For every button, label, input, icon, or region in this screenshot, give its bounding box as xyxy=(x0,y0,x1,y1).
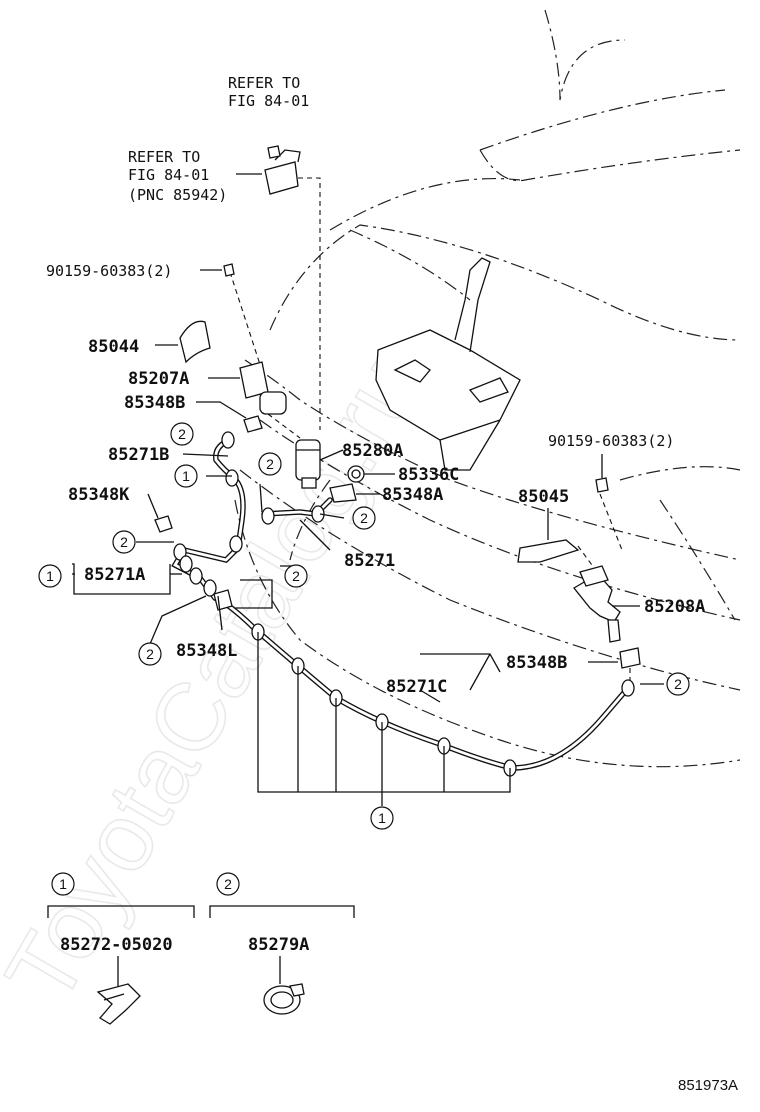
legend-item-1: 1 85272-05020 xyxy=(47,872,195,1025)
label-85348B-right: 85348B xyxy=(506,653,567,673)
hose-clips xyxy=(154,431,635,777)
svg-text:2: 2 xyxy=(120,534,128,550)
svg-text:1: 1 xyxy=(182,468,190,484)
legend-part-85272: 85272-05020 xyxy=(60,935,173,955)
right-parts xyxy=(517,454,641,680)
callout-1: 1 xyxy=(370,806,394,830)
refer-mid-line3: (PNC 85942) xyxy=(128,186,227,204)
connector-ref xyxy=(229,145,321,430)
svg-text:1: 1 xyxy=(59,876,67,892)
label-85044: 85044 xyxy=(88,337,139,357)
callout-2: 2 xyxy=(352,506,376,530)
figure-id: 851973A xyxy=(678,1077,738,1094)
label-85207A: 85207A xyxy=(128,369,189,389)
washer-tank xyxy=(375,257,521,471)
callout-2: 2 xyxy=(138,642,162,666)
refer-top-line2: FIG 84-01 xyxy=(228,92,309,110)
legend-item-2: 2 85279A xyxy=(209,872,355,1015)
label-85348B-top: 85348B xyxy=(124,393,185,413)
svg-text:2: 2 xyxy=(146,646,154,662)
part-labels: REFER TO FIG 84-01 REFER TO FIG 84-01 (P… xyxy=(46,74,705,697)
leader-lines xyxy=(72,453,664,806)
nozzle-85207A xyxy=(208,361,301,439)
svg-text:2: 2 xyxy=(292,568,300,584)
callout-2: 2 xyxy=(258,452,282,476)
label-85348K: 85348K xyxy=(68,485,130,505)
refer-mid-line2: FIG 84-01 xyxy=(128,166,209,184)
joint-85348B-top xyxy=(196,401,263,433)
grommet xyxy=(347,465,395,483)
callout-1: 1 xyxy=(38,564,62,588)
label-85348A: 85348A xyxy=(382,485,443,505)
legend: 1 85272-05020 2 85279A xyxy=(47,872,355,1025)
label-85271A: 85271A xyxy=(84,565,145,585)
label-bolt-left: 90159-60383(2) xyxy=(46,262,172,280)
label-85271: 85271 xyxy=(344,551,395,571)
callout-2: 2 xyxy=(284,564,308,588)
svg-text:2: 2 xyxy=(360,510,368,526)
label-85271C: 85271C xyxy=(386,677,447,697)
svg-text:2: 2 xyxy=(224,876,232,892)
callout-2: 2 xyxy=(666,672,690,696)
label-85336C: 85336C xyxy=(398,465,459,485)
callout-circles: 2 1 2 2 2 1 2 2 2 1 xyxy=(38,422,690,830)
callout-2: 2 xyxy=(170,422,194,446)
svg-text:1: 1 xyxy=(46,568,54,584)
legend-part-85279A: 85279A xyxy=(248,935,309,955)
label-bolt-right: 90159-60383(2) xyxy=(548,432,674,450)
callout-1: 1 xyxy=(174,464,198,488)
label-85208A: 85208A xyxy=(644,597,705,617)
svg-text:2: 2 xyxy=(674,676,682,692)
refer-top-line1: REFER TO xyxy=(228,74,300,92)
svg-text:2: 2 xyxy=(178,426,186,442)
callout-2: 2 xyxy=(112,530,136,554)
label-85280A: 85280A xyxy=(342,441,403,461)
label-85045: 85045 xyxy=(518,487,569,507)
refer-mid-line1: REFER TO xyxy=(128,148,200,166)
cap-85044 xyxy=(155,320,211,364)
joint-85348A xyxy=(329,483,380,503)
bolt-left xyxy=(200,263,235,277)
washer-motor xyxy=(295,439,344,489)
svg-text:1: 1 xyxy=(378,810,386,826)
label-85348L: 85348L xyxy=(176,641,237,661)
label-85271B: 85271B xyxy=(108,445,169,465)
svg-text:2: 2 xyxy=(266,456,274,472)
